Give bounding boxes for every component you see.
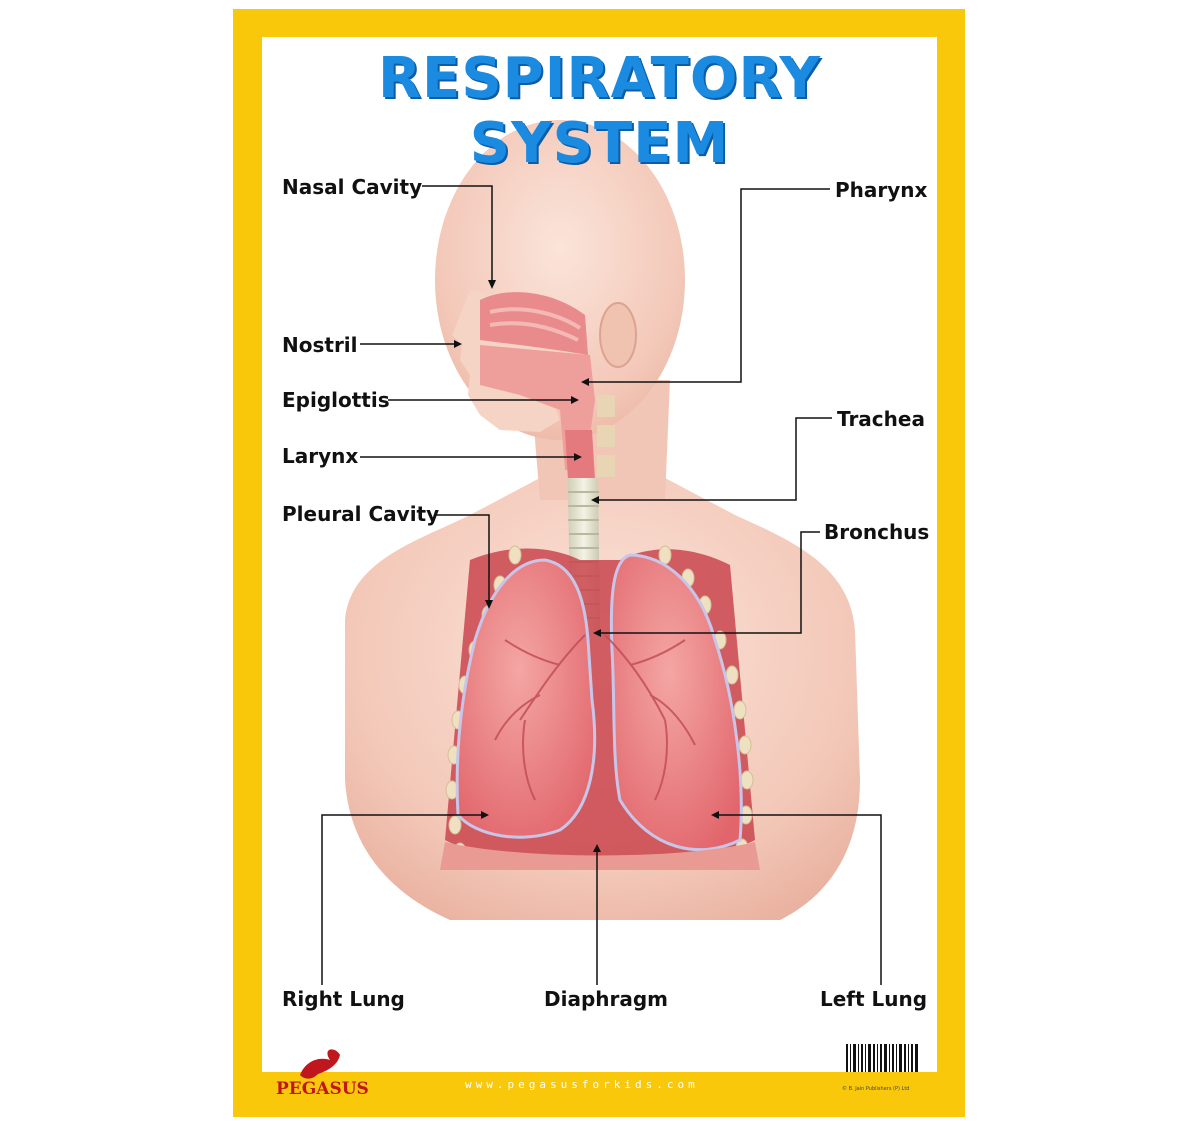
bronchial-tree [494,634,696,801]
label-pleural-cavity: Pleural Cavity [282,502,440,526]
pegasus-icon [300,1049,340,1079]
poster-title: RESPIRATORY SYSTEM [377,46,822,176]
label-diaphragm: Diaphragm [544,987,669,1011]
label-larynx: Larynx [282,444,359,468]
leader-lines [321,185,882,985]
larynx-shape [565,430,595,480]
diaphragm-shape [440,842,760,870]
label-trachea: Trachea [837,407,925,431]
label-left-lung: Left Lung [820,987,928,1011]
copyright-text: © B. Jain Publishers (P) Ltd [842,1086,910,1092]
barcode [846,1044,918,1072]
label-nasal-cavity: Nasal Cavity [282,175,423,199]
label-right-lung: Right Lung [282,987,405,1011]
right-lung-shape [455,558,597,839]
ear [599,302,637,368]
label-bronchus: Bronchus [824,520,930,544]
label-nostril: Nostril [282,333,358,357]
label-epiglottis: Epiglottis [282,388,390,412]
left-lung-shape [609,553,743,852]
website-url: www.pegasusforkids.com [465,1078,699,1091]
label-pharynx: Pharynx [835,178,928,202]
publisher-logo: PEGASUS [276,1079,369,1099]
